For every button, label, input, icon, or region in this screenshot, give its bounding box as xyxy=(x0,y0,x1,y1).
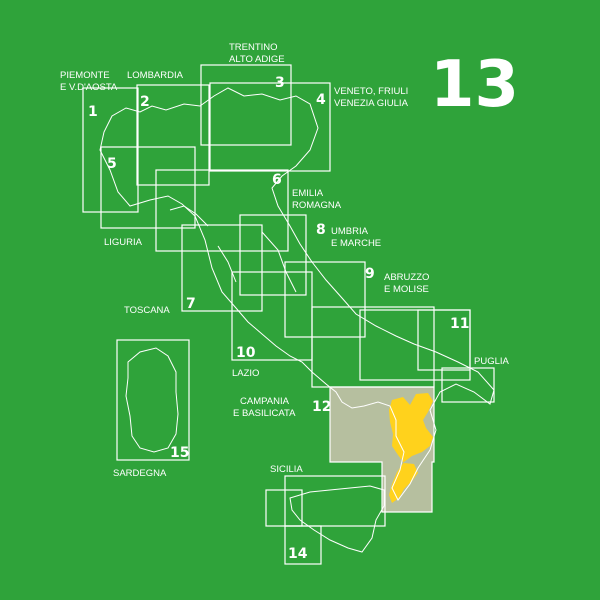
volume-number: 13 xyxy=(430,48,519,122)
region-label-lombardia: LOMBARDIA xyxy=(127,70,184,81)
sheet-8-number: 8 xyxy=(316,222,326,238)
sheet-6-number: 6 xyxy=(272,172,282,188)
region-label-emilia-2: ROMAGNA xyxy=(292,200,342,211)
sheet-1-frame[interactable] xyxy=(82,87,139,213)
region-label-campania-2: E BASILICATA xyxy=(233,408,296,419)
sheet-9-number: 9 xyxy=(365,266,375,282)
region-label-sicilia: SICILIA xyxy=(270,464,303,475)
sheet-2-number: 2 xyxy=(140,94,150,110)
sheet-egadi-frame[interactable] xyxy=(265,489,303,527)
sheet-13-highlight[interactable] xyxy=(329,386,435,513)
sheet-puglia-frame[interactable] xyxy=(441,367,495,403)
region-label-umbria-2: E MARCHE xyxy=(331,238,381,249)
region-label-umbria-1: UMBRIA xyxy=(331,226,369,237)
region-labels: PIEMONTE E V.D'AOSTA LOMBARDIA TRENTINO … xyxy=(60,42,510,479)
region-label-trentino-1: TRENTINO xyxy=(229,42,278,53)
region-label-liguria: LIGURIA xyxy=(104,237,143,248)
region-label-veneto-1: VENETO, FRIULI xyxy=(334,86,408,97)
region-label-puglia: PUGLIA xyxy=(474,356,510,367)
sheet-4-frame[interactable] xyxy=(209,82,331,172)
sheet-5-frame[interactable] xyxy=(100,146,196,229)
sheet-11b-frame[interactable] xyxy=(417,309,471,371)
sheet-15-number: 15 xyxy=(170,445,189,461)
sheet-4-number: 4 xyxy=(316,92,326,108)
coastline xyxy=(99,87,495,553)
region-label-piemonte-2: E V.D'AOSTA xyxy=(60,82,118,93)
sheet-10-number: 10 xyxy=(236,345,256,361)
region-label-toscana: TOSCANA xyxy=(124,305,170,316)
region-label-piemonte-1: PIEMONTE xyxy=(60,70,110,81)
sheet-14a-frame[interactable] xyxy=(284,475,386,527)
region-label-lazio: LAZIO xyxy=(232,368,259,379)
region-label-abruzzo-1: ABRUZZO xyxy=(384,272,429,283)
sheet-2-frame[interactable] xyxy=(136,84,210,186)
region-label-abruzzo-2: E MOLISE xyxy=(384,284,429,295)
sheet-8-frame[interactable] xyxy=(239,214,307,296)
sheet-9-frame[interactable] xyxy=(284,261,366,338)
sheet-7-number: 7 xyxy=(186,296,196,312)
sheet-14-frame[interactable] xyxy=(284,525,322,565)
sheet-12-frame[interactable] xyxy=(311,306,435,388)
calabria-region xyxy=(389,393,433,503)
sheet-numbers: 1 2 3 4 5 6 7 8 9 10 11 12 14 15 xyxy=(88,75,469,562)
sheet-15-frame[interactable] xyxy=(116,339,190,461)
sheet-grid xyxy=(82,64,495,565)
sheet-11-number: 11 xyxy=(450,316,469,332)
region-label-trentino-2: ALTO ADIGE xyxy=(229,54,285,65)
sheet-6-frame[interactable] xyxy=(155,169,289,252)
sheet-5-number: 5 xyxy=(107,156,117,172)
region-label-emilia-1: EMILIA xyxy=(292,188,324,199)
region-label-veneto-2: VENEZIA GIULIA xyxy=(334,98,409,109)
sheet-14-number: 14 xyxy=(288,546,308,562)
sheet-3-number: 3 xyxy=(275,75,285,91)
sheet-12-number: 12 xyxy=(312,399,331,415)
region-label-campania-1: CAMPANIA xyxy=(240,396,290,407)
sheet-7-frame[interactable] xyxy=(181,224,263,312)
sheet-1-number: 1 xyxy=(88,104,98,120)
region-label-sardegna: SARDEGNA xyxy=(113,468,167,479)
